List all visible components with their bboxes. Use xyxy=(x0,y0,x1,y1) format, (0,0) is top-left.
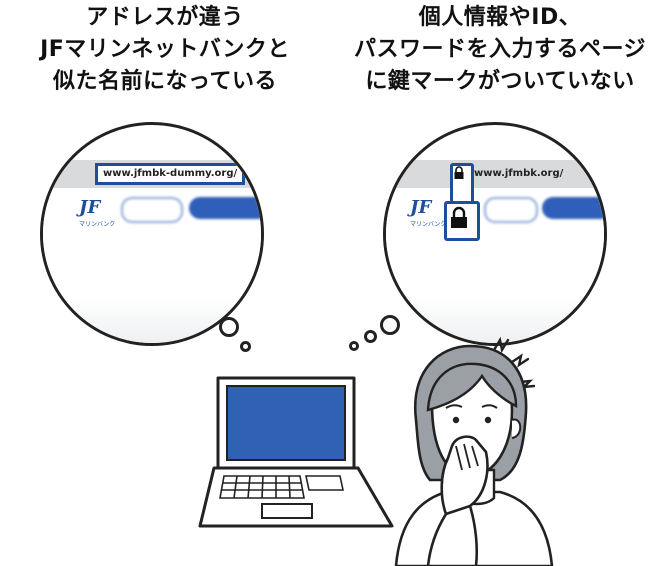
fake-url-highlight: www.jfmbk-dummy.org/ xyxy=(95,163,246,185)
blurred-outline-button xyxy=(484,197,538,223)
thought-dot-small-left xyxy=(240,341,251,352)
lock-icon xyxy=(454,166,464,179)
thought-bubble-right: www.jfmbk.org/ JF マリンバンク xyxy=(383,122,607,346)
thought-dot-large-left xyxy=(219,317,239,337)
thought-dot-small-right xyxy=(349,341,359,351)
blurred-outline-button xyxy=(121,197,183,223)
caption-right-line2: パスワードを入力するページ xyxy=(353,37,647,62)
caption-left-line1: アドレスが違う xyxy=(86,5,244,30)
thought-bubble-left: www.jfmbk-dummy.org/ JF マリンバンク xyxy=(40,122,264,346)
blurred-solid-button xyxy=(542,197,604,219)
jf-logo: JF xyxy=(79,197,101,218)
thought-dot-large-right xyxy=(380,315,400,335)
blurred-solid-button xyxy=(189,197,261,219)
caption-right-line1: 個人情報やID、 xyxy=(418,5,582,30)
caption-right-line3: に鍵マークがついていない xyxy=(365,69,635,94)
caption-left: アドレスが違う JFマリンネットバンクと 似た名前になっている xyxy=(0,2,330,98)
jf-logo-subtext: マリンバンク xyxy=(79,221,116,228)
caption-right: 個人情報やID、 パスワードを入力するページ に鍵マークがついていない xyxy=(330,2,670,98)
caption-left-line3: 似た名前になっている xyxy=(53,69,277,94)
thought-dot-mid-right xyxy=(364,330,377,343)
lock-icon xyxy=(451,206,467,228)
jf-logo-subtext: マリンバンク xyxy=(410,221,447,228)
real-url: www.jfmbk.org/ xyxy=(474,168,564,179)
jf-logo: JF xyxy=(410,197,432,218)
worry-marks xyxy=(492,336,536,389)
browser-address-bar xyxy=(386,160,604,188)
caption-left-line2: JFマリンネットバンクと xyxy=(40,37,290,62)
